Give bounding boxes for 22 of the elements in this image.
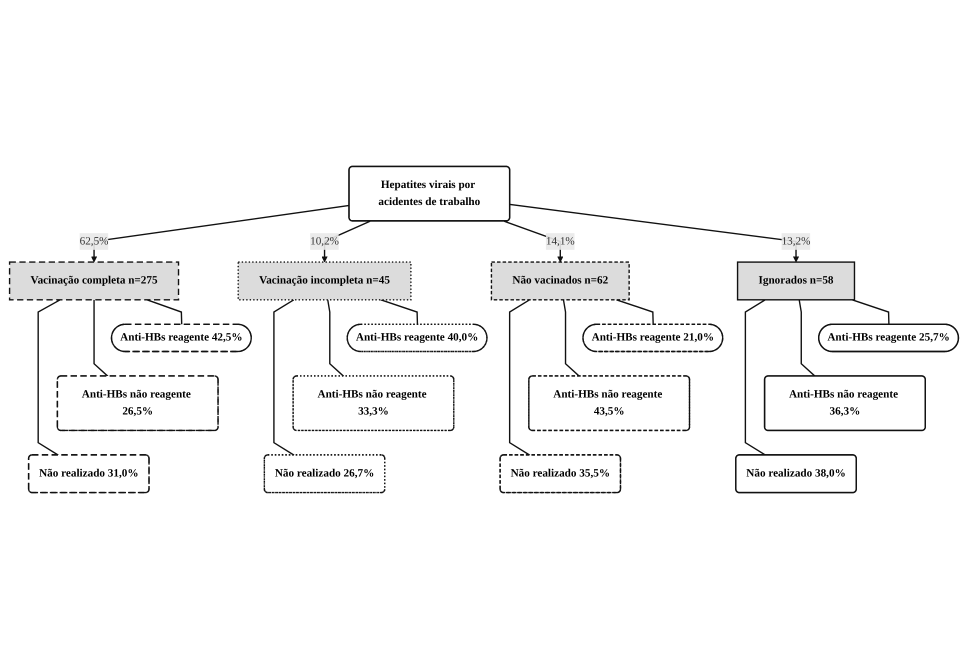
arrow — [510, 204, 800, 262]
node-box: Ignorados n=58 — [736, 261, 856, 301]
connector — [852, 299, 890, 325]
edge-label: 10,2% — [310, 235, 339, 248]
connector — [380, 299, 418, 325]
connector — [146, 299, 182, 325]
edge-label: 13,2% — [782, 235, 810, 248]
connector — [327, 300, 344, 377]
connector — [37, 299, 60, 456]
connector — [562, 300, 580, 377]
connector — [93, 300, 108, 377]
node-box: Não vacinados n=62 — [490, 261, 630, 301]
node-box: Vacinação completa n=275 — [8, 261, 180, 301]
connector — [508, 299, 530, 456]
node-box: Vacinação incompleta n=45 — [238, 261, 412, 301]
edge-label: 62,5% — [80, 235, 108, 248]
connector — [616, 299, 654, 325]
arrow — [90, 204, 350, 262]
connector — [744, 299, 766, 456]
connector — [798, 300, 816, 377]
connector — [273, 299, 295, 456]
edge-label: 14,1% — [546, 235, 575, 248]
